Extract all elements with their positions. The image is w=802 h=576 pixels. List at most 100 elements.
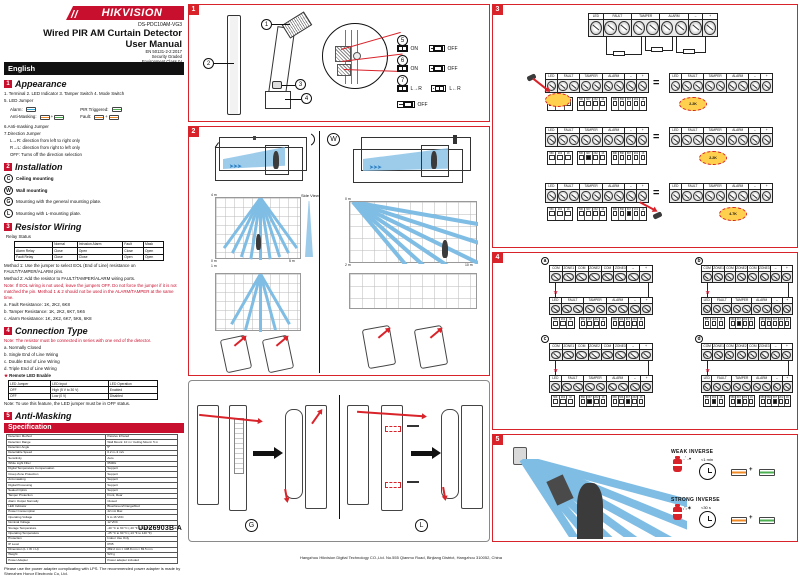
terminal-label: + <box>782 298 792 304</box>
detector-terminal-c: LED FAULT TAMPER ALARM – + <box>549 375 653 393</box>
letter-l-icon: L <box>4 208 13 218</box>
direction-lr: L→R: direction from left to right only <box>10 137 81 143</box>
tamper-resistance: b. Tamper Resistance: 1K, 2K2, 6K7, 5K6 <box>4 309 85 315</box>
zone-terminal-c: COM ZONE1 COM ZONE2 COM ZONE3 – + <box>549 343 653 361</box>
screw-icon <box>573 382 583 392</box>
screw-icon <box>703 20 717 36</box>
zone-label: ZONE1 <box>713 266 724 272</box>
screw-icon <box>713 272 724 282</box>
dip-switch-fault: 56K 2K2 1K <box>703 317 725 329</box>
terminal-block-b-result: LED FAULT TAMPER ALARM – + <box>669 127 773 147</box>
terminal-label: FAULT <box>561 376 584 382</box>
alarm-resistance: c. Alarm Resistance: 1K, 2K2, 6K7, 5K6, … <box>4 316 92 322</box>
screw-icon <box>569 80 579 92</box>
resistor-icon <box>651 47 663 52</box>
led-orange-icon <box>108 114 119 120</box>
screw-icon <box>580 190 591 202</box>
jumper-legend-7b: OFF <box>397 101 428 108</box>
jumper-chip-off-icon <box>429 65 445 72</box>
terminal-label: – <box>749 128 761 134</box>
screw-icon <box>759 272 769 282</box>
screw-icon <box>750 80 760 92</box>
spray-can-icon <box>673 456 682 472</box>
dip-switch-fault: 56K 2K2 1K <box>547 207 573 221</box>
panel-number: 2 <box>188 126 199 137</box>
panel-number: 4 <box>492 252 503 263</box>
direction-arrows: ➤➤➤ <box>369 165 382 171</box>
dip-switch-tamper: 56K 6K7 2K2 1K <box>577 207 607 221</box>
zone-label: ZONE1 <box>562 344 575 350</box>
cell: Open <box>122 253 144 262</box>
screw-icon <box>693 190 703 202</box>
method-2: Method 2: Add the resistor to FAULT/TAMP… <box>4 276 136 282</box>
fault-label: Fault: <box>80 114 92 119</box>
screw-icon <box>732 304 742 314</box>
brand-header: // HIKVISION DS-PDC10AM-VG3 Wired PIR AM… <box>4 2 184 64</box>
plus-sign: + <box>749 467 753 473</box>
terminal-label: LED <box>702 376 712 382</box>
terminal-label: TAMPER <box>704 184 726 190</box>
screw-icon <box>736 350 747 360</box>
install-label: Mounting with the general mounting plate… <box>16 199 102 204</box>
screw-icon <box>632 20 646 36</box>
device-assembled-l <box>441 409 459 499</box>
star-icon: ★ <box>553 368 559 374</box>
install-label: Wall mounting <box>16 187 48 193</box>
screw-icon <box>704 190 715 202</box>
method-1: Method 1: Use the jumper to select EOL (… <box>4 263 136 275</box>
screw-icon <box>748 350 758 360</box>
wall-room-illustration: ➤➤➤ <box>349 133 479 189</box>
screw-icon <box>762 382 771 392</box>
jumper-block-5 <box>335 46 351 62</box>
wall-coverage-pattern <box>349 201 478 264</box>
screw-icon <box>689 20 702 36</box>
jumper-chip-icon <box>397 101 415 108</box>
led-green-icon <box>54 114 65 120</box>
dip-switch-fault: 56K 2K2 1K <box>547 151 573 165</box>
axis-label-bottom-right: 5 m <box>289 259 295 263</box>
led-antimask-row: Anti-Masking: + <box>10 114 65 120</box>
title-line-2: User Manual <box>125 39 183 50</box>
axis-label-w-bottom: 2 m <box>345 263 351 267</box>
screw-icon <box>595 304 606 314</box>
table-row: Alarm Relay Close Open Close Open <box>13 247 165 255</box>
screw-icon <box>614 80 624 92</box>
terminal-label: + <box>782 376 792 382</box>
terminal-label: – <box>629 376 641 382</box>
letter-l-icon: L <box>415 519 428 532</box>
clock-icon <box>699 511 716 528</box>
zone-label: COM <box>575 344 588 350</box>
zone-label: COM <box>702 266 713 272</box>
screw-icon <box>614 134 624 146</box>
zone-label: + <box>781 266 793 272</box>
screw-icon <box>558 134 568 146</box>
zone-label: ZONE1 <box>713 344 724 350</box>
star-icon: ★ <box>4 373 8 379</box>
jumper-on-label: ON <box>410 45 419 52</box>
device-g-open <box>197 405 219 505</box>
section-title: Appearance <box>15 79 67 89</box>
burst-value-1: 2.2K <box>679 97 707 111</box>
plus-sign: + <box>50 114 54 119</box>
page-title: Wired PIR AM Curtain Detector User Manua… <box>6 28 182 50</box>
cell: OFF <box>7 392 52 400</box>
terminal-label: FAULT <box>712 298 732 304</box>
callout-1: 1 <box>261 19 272 30</box>
screw-icon <box>742 304 751 314</box>
jumper-chip-off-icon <box>429 45 445 52</box>
zone-label: – <box>627 344 640 350</box>
section-number: 3 <box>4 222 12 231</box>
terminal-label: – <box>772 376 782 382</box>
pir-label: PIR Triggered: <box>80 106 109 112</box>
terminal-label: ALARM <box>726 128 749 134</box>
terminal-label: LED <box>546 184 557 190</box>
jumper-block-6 <box>337 64 351 76</box>
screw-icon <box>550 304 561 314</box>
direction-off: OFF: Turns off the direction selection <box>10 151 82 157</box>
person-silhouette <box>431 151 437 169</box>
screw-icon <box>626 190 636 202</box>
terminal-label: – <box>688 14 703 20</box>
led-orange-icon <box>731 469 747 476</box>
screw-icon <box>771 350 781 360</box>
person-silhouette <box>273 151 279 169</box>
